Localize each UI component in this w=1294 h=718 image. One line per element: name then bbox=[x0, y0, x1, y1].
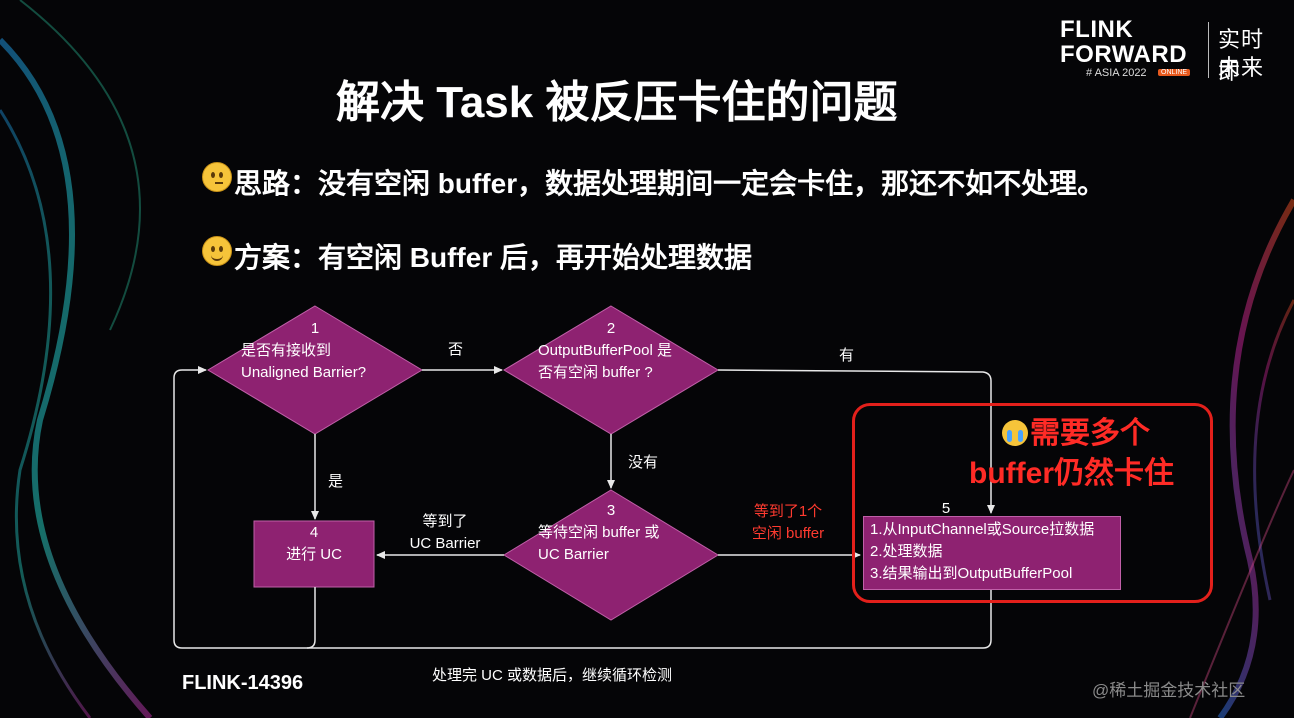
node-1-number: 1 bbox=[310, 320, 320, 337]
callout-line1-wrap: 需要多个 bbox=[1002, 414, 1150, 454]
edge-label-no: 否 bbox=[448, 341, 464, 358]
highlight-frame bbox=[852, 403, 1213, 603]
node-2-line1: OutputBufferPool 是 bbox=[538, 342, 672, 359]
smiling-face-icon bbox=[202, 236, 232, 266]
logo-slogan-line1: 实时即 bbox=[1218, 27, 1265, 84]
node-2-number: 2 bbox=[606, 320, 616, 337]
crying-face-icon bbox=[1002, 420, 1028, 446]
edge-label-got-uc-line1: 等到了 bbox=[422, 513, 468, 530]
node-5-line2: 2.处理数据 bbox=[870, 543, 943, 560]
edge-label-have: 有 bbox=[839, 347, 855, 364]
edge-label-got-buffer-line2: 空闲 buffer bbox=[751, 525, 825, 542]
logo-divider bbox=[1208, 22, 1209, 78]
edge-4-to-loop bbox=[306, 587, 316, 649]
node-4-number: 4 bbox=[309, 524, 319, 541]
callout-line2: buffer仍然卡住 bbox=[969, 457, 1174, 490]
callout-line1: 需要多个 bbox=[1030, 417, 1150, 450]
issue-reference: FLINK-14396 bbox=[182, 672, 304, 694]
node-3-line1: 等待空闲 buffer 或 bbox=[538, 524, 660, 541]
node-5-line3: 3.结果输出到OutputBufferPool bbox=[870, 565, 1073, 582]
edge-label-none: 没有 bbox=[628, 454, 659, 471]
watermark: @稀土掘金技术社区 bbox=[1092, 681, 1246, 700]
logo-line-forward: FORWARD bbox=[1060, 41, 1188, 68]
thinking-face-icon bbox=[202, 162, 232, 192]
node-2-line2: 否有空闲 buffer ? bbox=[538, 364, 653, 381]
logo-line-flink: FLINK bbox=[1060, 16, 1134, 43]
node-1-label: 1 是否有接收到 Unaligned Barrier? bbox=[215, 318, 415, 384]
process-node-5: 1.从InputChannel或Source拉数据 2.处理数据 3.结果输出到… bbox=[863, 516, 1121, 590]
plan-text: 方案：有空闲 Buffer 后，再开始处理数据 bbox=[234, 242, 753, 273]
node-4-label: 4 进行 UC bbox=[254, 522, 374, 566]
edge-label-got-uc-line2: UC Barrier bbox=[409, 535, 481, 552]
node-1-line1: 是否有接收到 bbox=[241, 342, 332, 359]
edge-label-loop: 处理完 UC 或数据后，继续循环检测 bbox=[432, 667, 673, 684]
edge-label-yes: 是 bbox=[328, 473, 344, 490]
node-3-label: 3 等待空闲 buffer 或 UC Barrier bbox=[511, 500, 711, 566]
flink-forward-logo: FLINK FORWARD # ASIA 2022 ONLINE 实时即 未来 bbox=[1060, 12, 1280, 84]
edge-label-got-buffer-line1: 等到了1个 bbox=[753, 503, 823, 520]
node-5-number: 5 bbox=[941, 500, 951, 517]
node-2-label: 2 OutputBufferPool 是 否有空闲 buffer ? bbox=[511, 318, 711, 384]
logo-slogan-line2: 未来 bbox=[1218, 55, 1265, 80]
node-3-line2: UC Barrier bbox=[538, 546, 609, 563]
logo-online-badge: ONLINE bbox=[1158, 69, 1191, 76]
node-4-line1: 进行 UC bbox=[286, 546, 342, 563]
slide-title: 解决 Task 被反压卡住的问题 bbox=[336, 78, 898, 127]
node-1-line2: Unaligned Barrier? bbox=[241, 364, 367, 381]
process-node-4 bbox=[253, 520, 375, 588]
edge-2-to-5 bbox=[717, 369, 995, 514]
node-3-number: 3 bbox=[606, 502, 616, 519]
edge-label-got-buffer: 等到了1个 空闲 buffer bbox=[738, 501, 838, 545]
edge-label-got-uc: 等到了 UC Barrier bbox=[405, 511, 485, 555]
logo-line-asia: # ASIA 2022 bbox=[1086, 67, 1147, 79]
decision-node-3 bbox=[503, 489, 719, 621]
edge-loop-back bbox=[173, 366, 992, 649]
idea-text: 思路：没有空闲 buffer，数据处理期间一定会卡住，那还不如不处理。 bbox=[234, 168, 1106, 199]
node-5-line1: 1.从InputChannel或Source拉数据 bbox=[870, 521, 1095, 538]
